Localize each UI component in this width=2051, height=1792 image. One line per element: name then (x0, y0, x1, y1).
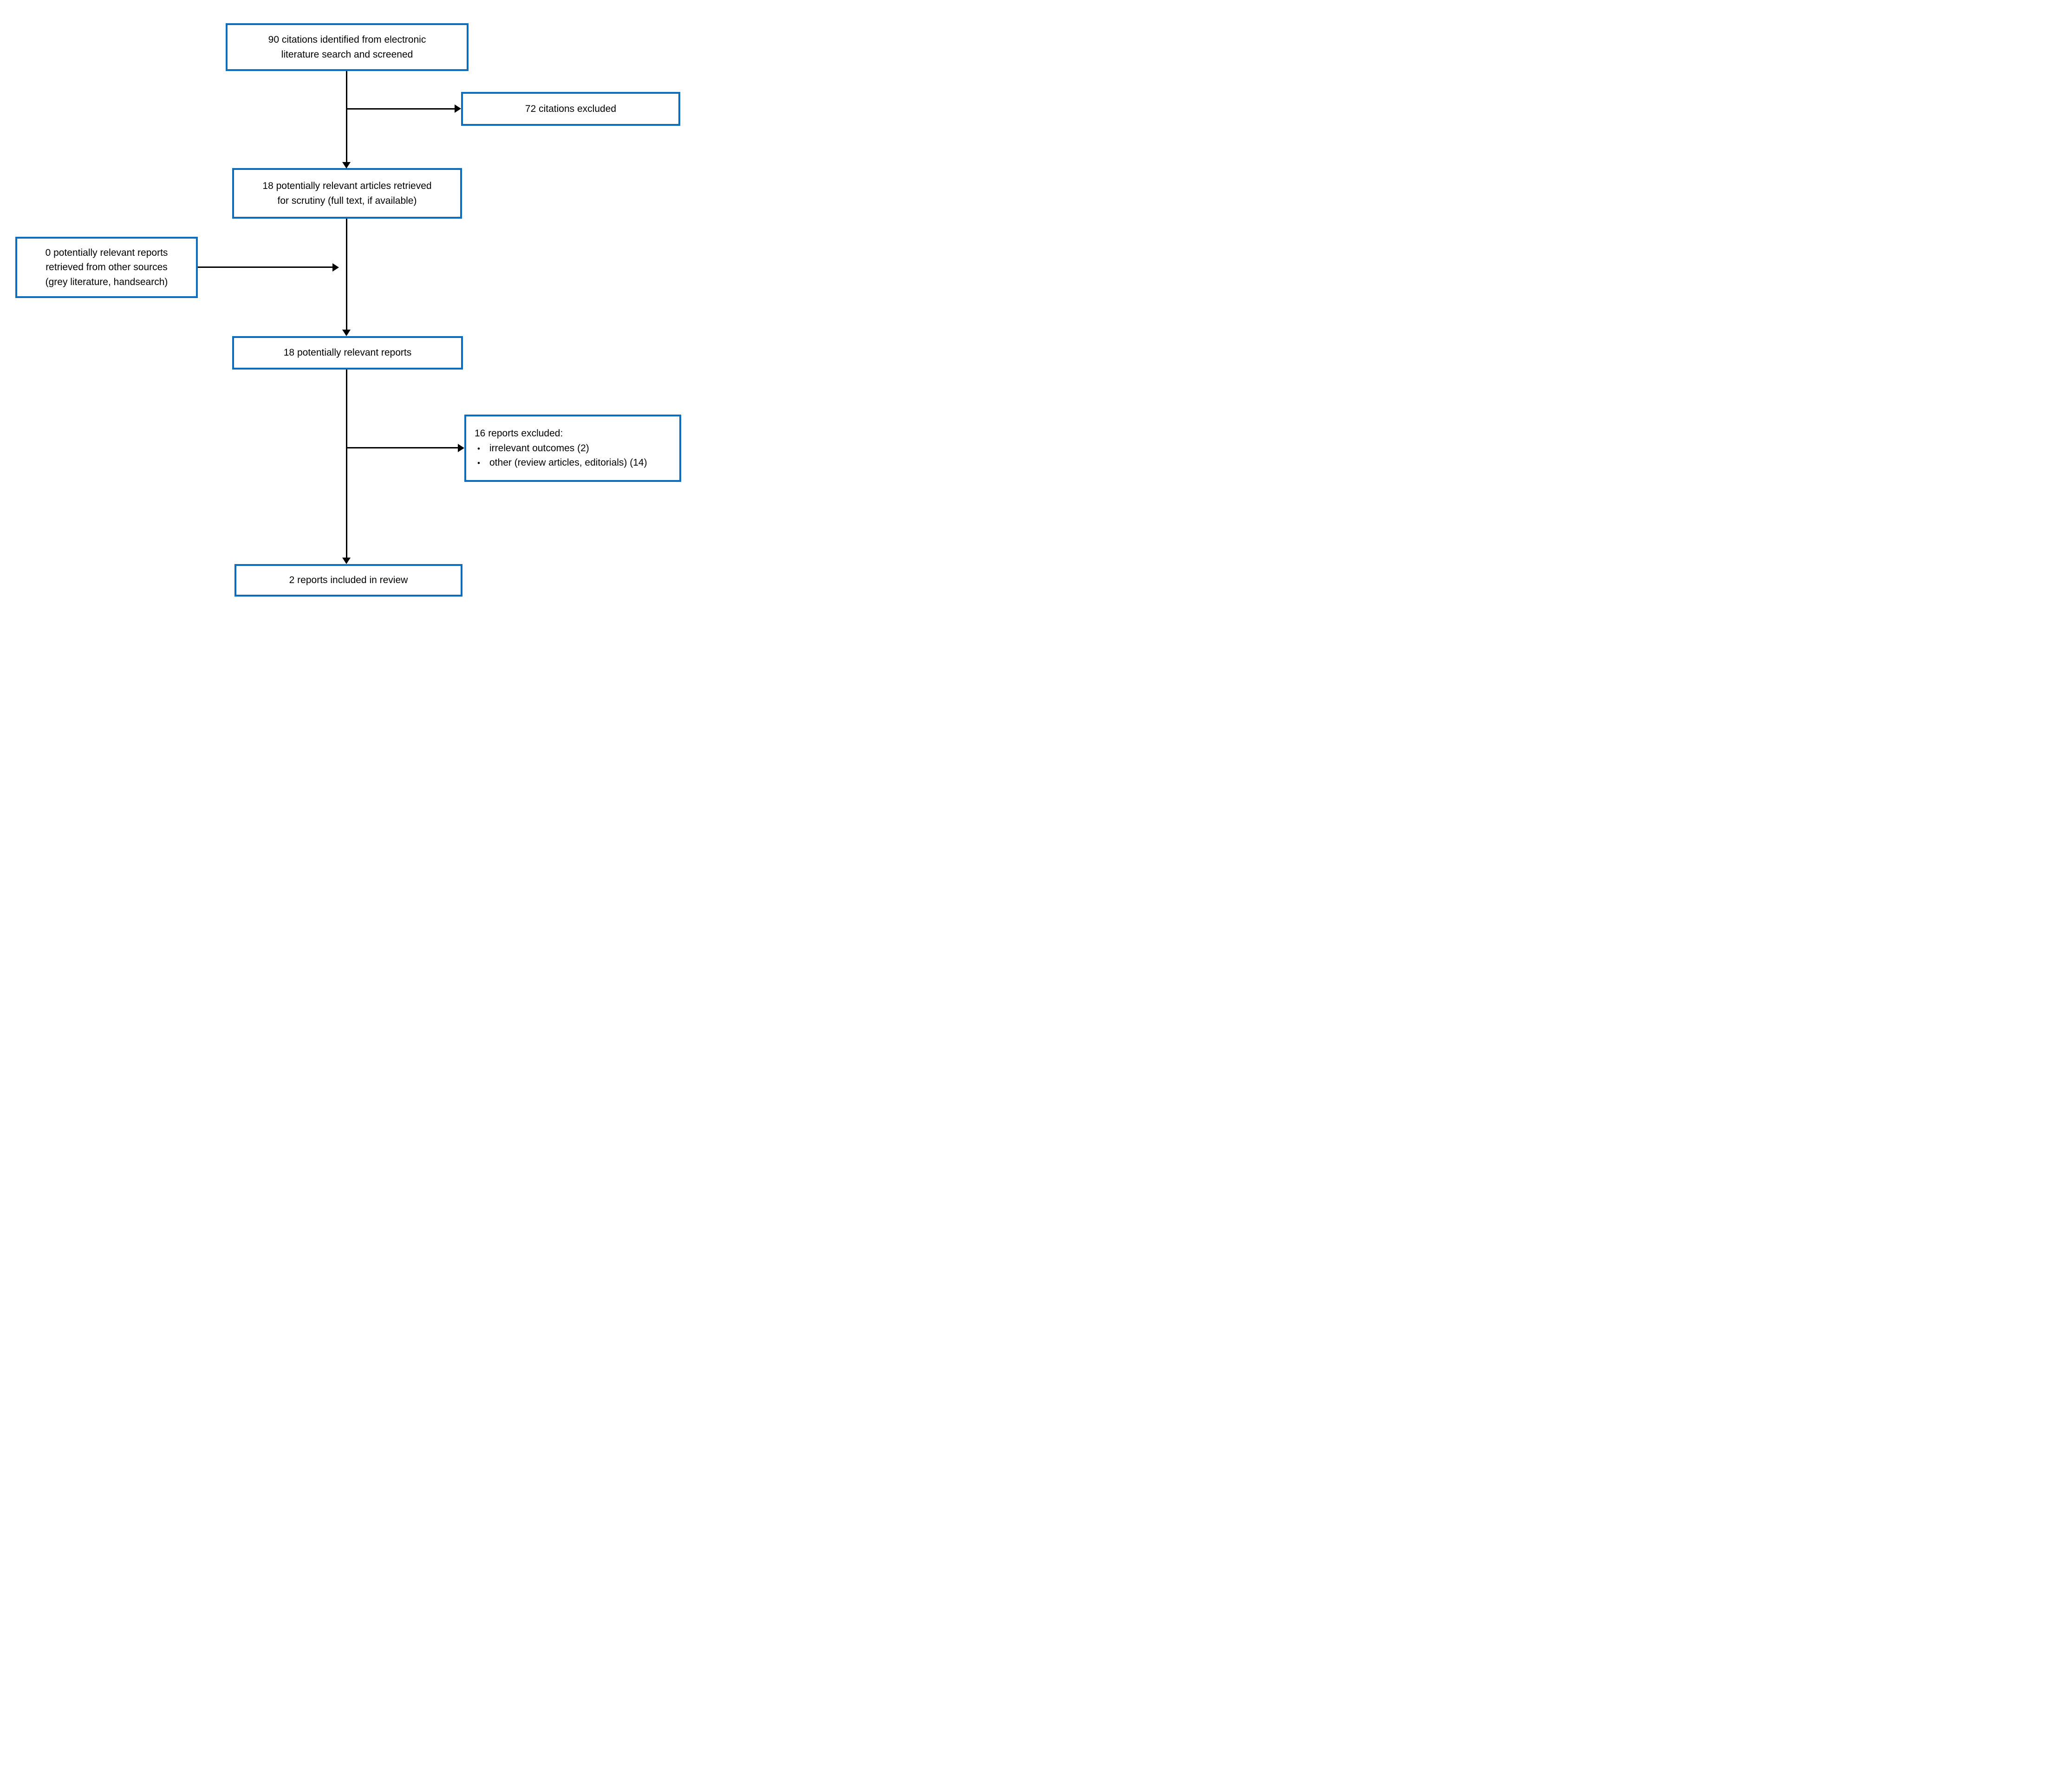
box-text: retrieved from other sources (46, 262, 168, 273)
arrowhead-right-icon (455, 104, 461, 113)
bullet-icon: • (477, 459, 480, 468)
arrow-other-sources-line (198, 266, 332, 268)
box-reports-excluded: 16 reports excluded: • irrelevant outcom… (464, 415, 681, 482)
box-text: for scrutiny (full text, if available) (277, 195, 417, 206)
box-text: 18 potentially relevant articles retriev… (262, 181, 432, 191)
arrow-relevant-to-included-line (346, 370, 347, 558)
arrow-identified-to-retrieved-line (346, 71, 347, 162)
excluded-reason-text: irrelevant outcomes (2) (489, 442, 589, 454)
box-text: 0 potentially relevant reports (45, 247, 168, 258)
box-text: 72 citations excluded (525, 103, 617, 114)
box-text: 18 potentially relevant reports (283, 347, 412, 358)
arrowhead-right-icon (332, 263, 339, 272)
bullet-icon: • (477, 444, 480, 453)
box-text: (grey literature, handsearch) (45, 276, 168, 287)
arrow-branch-to-excluded-reports-line (347, 447, 458, 448)
box-other-sources: 0 potentially relevant reports retrieved… (15, 237, 198, 298)
box-articles-retrieved: 18 potentially relevant articles retriev… (232, 168, 462, 219)
excluded-reason-item: • other (review articles, editorials) (1… (475, 455, 647, 470)
arrowhead-down-icon (342, 162, 351, 169)
box-title: 16 reports excluded: (475, 428, 563, 439)
arrowhead-down-icon (342, 330, 351, 336)
arrowhead-down-icon (342, 558, 351, 564)
arrow-retrieved-to-relevant-line (346, 219, 347, 330)
arrowhead-right-icon (458, 444, 464, 452)
excluded-reason-text: other (review articles, editorials) (14) (489, 457, 647, 468)
box-relevant-reports: 18 potentially relevant reports (232, 336, 463, 370)
prisma-flowchart: 90 citations identified from electronic … (0, 0, 684, 597)
box-text: literature search and screened (281, 49, 413, 60)
box-text: 2 reports included in review (289, 575, 408, 586)
box-text: 90 citations identified from electronic (268, 34, 426, 45)
box-citations-identified: 90 citations identified from electronic … (226, 23, 469, 71)
box-citations-excluded: 72 citations excluded (461, 92, 680, 126)
excluded-reason-item: • irrelevant outcomes (2) (475, 441, 589, 456)
box-included-in-review: 2 reports included in review (234, 564, 462, 597)
arrow-branch-to-excluded-citations-line (347, 108, 455, 110)
